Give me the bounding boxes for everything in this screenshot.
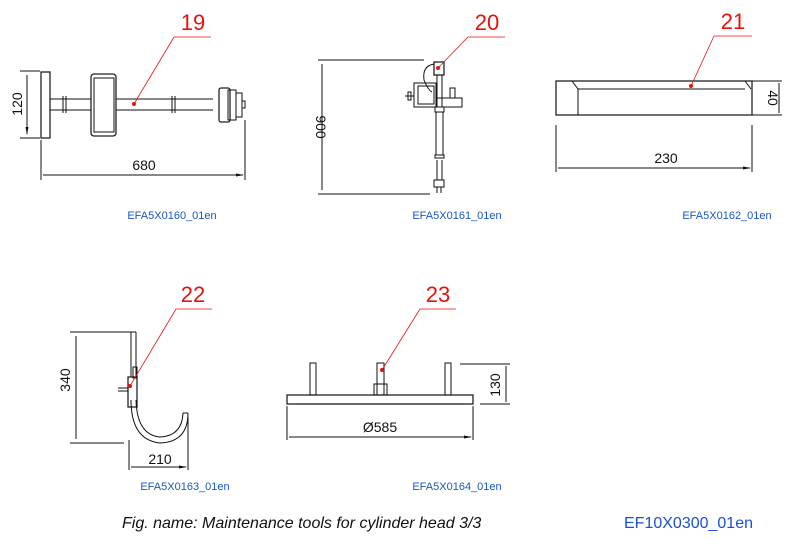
- tool-20-drawing: 900 20 EFA5X0161_01en: [313, 10, 505, 222]
- tool-22-height-dim: 340: [57, 368, 73, 392]
- tool-21-callout: 21: [721, 9, 745, 34]
- tool-21-drawing: 40 230 21 EFA5X0162_01en: [555, 9, 782, 222]
- tool-19-height-dim: 120: [9, 92, 25, 116]
- tool-19-drawing-code: EFA5X0160_01en: [127, 210, 216, 222]
- tool-21-drawing-code: EFA5X0162_01en: [682, 210, 771, 222]
- tool-23-drawing-code: EFA5X0164_01en: [412, 481, 501, 493]
- tool-22-drawing: 340 210 22 EFA5X0163_01en: [57, 282, 230, 493]
- tool-19-width-dim: 680: [132, 157, 156, 173]
- tool-21-width-dim: 230: [654, 150, 678, 166]
- tool-20-drawing-code: EFA5X0161_01en: [412, 210, 501, 222]
- tool-23-drawing: 130 Ø585 23 EFA5X0164_01en: [286, 282, 510, 493]
- tool-22-drawing-code: EFA5X0163_01en: [140, 481, 229, 493]
- tool-20-callout: 20: [475, 10, 499, 35]
- tool-21-height-dim: 40: [765, 90, 781, 106]
- figure-code: EF10X0300_01en: [624, 515, 753, 532]
- tool-23-callout: 23: [426, 282, 450, 307]
- tool-23-diameter-dim: Ø585: [363, 419, 397, 435]
- figure-caption: Fig. name: Maintenance tools for cylinde…: [122, 515, 482, 532]
- tool-23-height-dim: 130: [487, 373, 503, 397]
- tool-20-height-dim: 900: [313, 115, 329, 139]
- tool-19-callout: 19: [181, 10, 205, 35]
- tool-19-drawing: 120 680 19 EFA5X0160_01en: [9, 10, 246, 222]
- tool-22-callout: 22: [181, 282, 205, 307]
- tool-22-width-dim: 210: [148, 451, 172, 467]
